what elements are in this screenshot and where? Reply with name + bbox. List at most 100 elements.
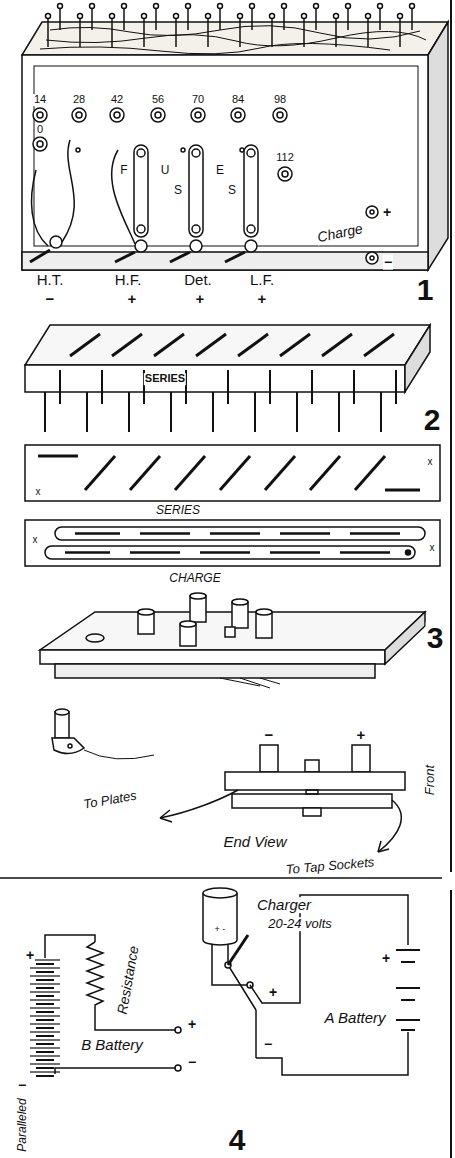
stroke [123,6,125,30]
pin-head [154,4,159,9]
stroke [36,995,54,997]
pin-head [218,4,223,9]
stroke [30,1007,60,1008]
series-plug-block [25,325,430,432]
label: + [187,1017,197,1032]
label: F [119,164,128,177]
label: x [427,457,434,468]
pin-head [110,14,115,19]
label: Paralleled [16,1097,29,1152]
pin-head [90,4,95,9]
stroke [36,1027,54,1029]
pin-head [302,14,307,19]
pin-head [46,14,51,19]
stroke [36,1059,54,1061]
stroke [111,16,113,47]
stroke [30,983,60,984]
label: To Plates [81,788,138,811]
stroke [79,16,81,47]
stroke [36,1043,54,1045]
charge-plan [25,520,440,566]
label: + [268,985,278,1000]
label: + [382,205,392,220]
pin-head [250,4,255,9]
stroke [30,1047,60,1048]
pin-head [366,14,371,19]
pin-head [174,14,179,19]
label: − [187,1055,197,1070]
label: B Battery [80,1037,144,1053]
stroke [30,1031,60,1032]
label: − [264,727,275,743]
solder-lug [52,709,154,759]
label: 98 [273,94,287,106]
stroke [303,16,305,47]
stroke [30,1039,60,1040]
label: + [356,727,367,743]
stroke [47,16,49,47]
stroke [219,6,221,30]
stroke [227,370,229,404]
pin-head [398,14,403,19]
label: End View [222,834,287,850]
stroke [36,1019,54,1021]
label: − [383,255,393,270]
pin-head [282,4,287,9]
stroke [30,1063,60,1064]
stroke [251,6,253,30]
stroke [59,6,61,30]
label: + [127,291,138,307]
end-view [160,745,405,852]
label: L.F. [249,272,275,288]
label: 14 [33,94,47,106]
stroke [187,6,189,30]
stroke [239,16,241,47]
label: H.T. [36,272,65,288]
label: − [45,291,56,307]
label: H.F. [114,272,143,288]
stroke [380,392,382,432]
stroke [379,6,381,30]
stroke [367,16,369,47]
stroke [30,1023,60,1024]
stroke [44,392,46,432]
label: x [32,535,39,546]
stroke [347,6,349,30]
stroke [315,6,317,30]
stroke [30,975,60,976]
stroke [155,6,157,30]
stroke [36,963,54,965]
stroke [353,370,355,404]
label: + [195,291,206,307]
label: SERIES [144,373,186,385]
label: − [17,1078,27,1093]
label: 56 [151,94,165,106]
stroke [30,991,60,992]
stroke [30,967,60,968]
pin-head [58,4,63,9]
label: To Tap Sockets [284,855,376,876]
pin-head [410,4,415,9]
stroke [91,6,93,30]
label: E [215,164,225,177]
pin-head [314,4,319,9]
stroke [335,16,337,47]
pin-head [378,4,383,9]
stroke [175,16,177,47]
stroke [207,16,209,47]
label: + [257,291,268,307]
stroke [36,987,54,989]
stroke [170,392,172,432]
stroke [36,971,54,973]
label: S [173,184,183,197]
socket-strip [40,593,425,688]
stroke [59,370,61,404]
label: 28 [72,94,86,106]
stroke [36,1075,54,1077]
label: SERIES [155,504,201,517]
pin-head [238,14,243,19]
charger-circuit [203,888,420,1075]
label: x [429,543,436,554]
